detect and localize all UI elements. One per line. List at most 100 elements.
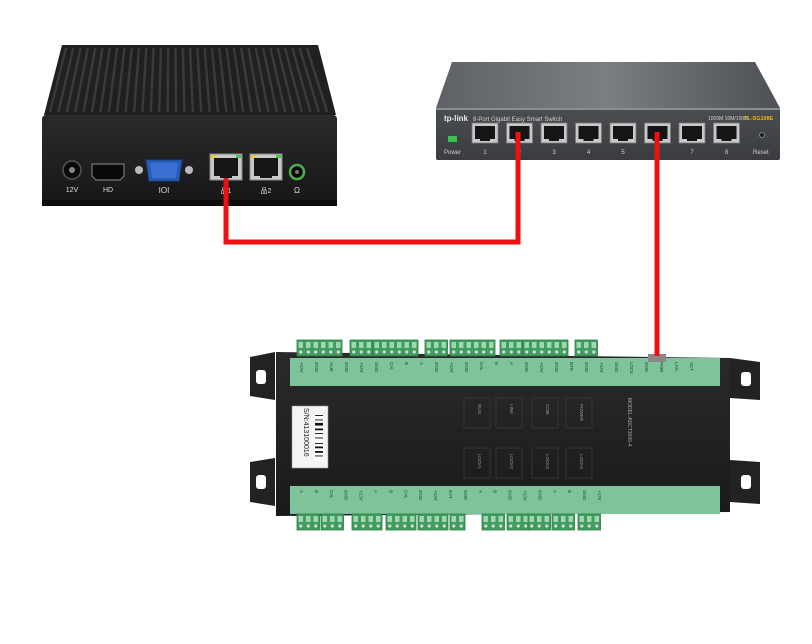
- terminal-label: CAL: [479, 362, 484, 371]
- terminal-label: B: [388, 490, 393, 493]
- terminal-label: +12V: [433, 490, 438, 501]
- audio-jack: [288, 163, 306, 181]
- terminal-label: GND: [418, 490, 423, 501]
- status-label: LOCK2: [509, 454, 514, 469]
- heatsink-fins: [48, 47, 329, 113]
- status-label: POWER: [579, 404, 584, 422]
- barcode: [315, 415, 323, 457]
- heatsink-fin: [181, 47, 186, 113]
- terminal-block: [551, 513, 575, 531]
- switch-model: TL-SG108E: [744, 116, 774, 122]
- switch-port-5: [609, 122, 637, 144]
- terminal-label: LOCK: [629, 362, 634, 374]
- terminal-label: +12V: [359, 490, 364, 501]
- lan-port-2: [249, 153, 283, 181]
- terminal-label: +12V: [599, 362, 604, 373]
- heatsink-fin: [116, 47, 126, 113]
- terminal-label: GND: [434, 362, 439, 373]
- heatsink-fin: [158, 47, 163, 113]
- heatsink-fin: [90, 47, 104, 113]
- hdmi-label: HD: [103, 187, 113, 194]
- switch-speed-label: 1000M 10M/100M: [708, 116, 748, 122]
- terminal-label: EXT: [448, 490, 453, 499]
- switch-port-number: 7: [690, 150, 694, 156]
- switch-port-1: [471, 122, 499, 144]
- terminal-block: [499, 339, 523, 357]
- terminal-label: B: [494, 362, 499, 365]
- ethernet-cables: [223, 132, 660, 356]
- terminal-block: [481, 513, 505, 531]
- terminal-label: GND: [374, 362, 379, 373]
- heatsink-fin: [283, 47, 304, 113]
- hdmi-port: [91, 163, 125, 181]
- terminal-block: [449, 513, 466, 531]
- terminal-label: GND: [644, 362, 649, 373]
- terminal-label: B: [567, 490, 572, 493]
- controller-lan-port: [648, 354, 666, 362]
- terminal-label: GND: [524, 362, 529, 373]
- terminal-block: [351, 513, 383, 531]
- heatsink-fin: [298, 47, 320, 113]
- terminal-block: [522, 339, 569, 357]
- terminal-label: GND: [314, 362, 319, 373]
- switch-port-8: [713, 122, 740, 144]
- heatsink-fin: [254, 47, 270, 113]
- terminal-label: A: [552, 490, 557, 493]
- terminal-label: A: [299, 490, 304, 493]
- heatsink-fin: [276, 47, 295, 113]
- terminal-block: [574, 339, 598, 357]
- heatsink-fin: [218, 47, 228, 113]
- heatsink-fin: [269, 47, 287, 113]
- heatsink-fin: [203, 47, 211, 113]
- terminal-label: GND: [508, 490, 513, 501]
- heatsink-fin: [247, 47, 262, 113]
- terminal-block: [527, 513, 551, 531]
- terminal-label: A: [419, 362, 424, 365]
- reset-button: [759, 132, 765, 138]
- controller-model: MODEL:ADCT3006-4: [626, 398, 632, 447]
- switch-port-number: 1: [483, 150, 487, 156]
- power-jack: [62, 160, 82, 180]
- mounting-ear-left-top: [250, 352, 275, 400]
- terminal-label: A: [509, 362, 514, 365]
- status-label: RUN: [477, 404, 482, 414]
- terminal-label: B: [404, 362, 409, 365]
- heatsink-fin: [196, 47, 203, 113]
- switch-reset-label: Reset: [753, 150, 769, 156]
- terminal-block: [417, 513, 449, 531]
- serial-sticker: [291, 405, 329, 469]
- switch-port-number: 5: [621, 150, 625, 156]
- terminal-label: +12V: [523, 490, 528, 501]
- terminal-label: CAL: [403, 490, 408, 499]
- heatsink-fin: [132, 47, 141, 113]
- status-label: COM: [545, 404, 550, 415]
- switch-port-4: [575, 122, 602, 144]
- audio-label: Ω: [294, 186, 300, 195]
- terminal-label: GND: [614, 362, 619, 373]
- terminal-label: GND: [584, 362, 589, 373]
- vga-label: IOI: [159, 186, 170, 195]
- terminal-label: GND: [582, 490, 587, 501]
- terminal-label: GND: [464, 362, 469, 373]
- terminal-label: GND: [344, 490, 349, 501]
- terminal-block: [349, 339, 373, 357]
- terminal-label: ACT: [689, 362, 694, 371]
- terminal-block: [296, 339, 343, 357]
- mounting-ear-right-bottom: [730, 460, 760, 504]
- switch-port-3: [540, 122, 568, 144]
- terminal-label: CAL: [329, 490, 334, 499]
- terminal-label: GND: [537, 490, 542, 501]
- heatsink-fin: [261, 47, 278, 113]
- terminal-label: A: [374, 490, 379, 493]
- terminal-block: [385, 513, 417, 531]
- status-label: LINK: [509, 404, 514, 414]
- terminal-block: [320, 513, 344, 531]
- terminal-block: [372, 339, 419, 357]
- status-label: LOCK3: [545, 454, 550, 469]
- serial-number: S/N:413100016: [302, 408, 309, 457]
- terminal-label: +12V: [359, 362, 364, 373]
- heatsink-fin: [305, 47, 329, 113]
- heatsink-fin: [291, 47, 312, 113]
